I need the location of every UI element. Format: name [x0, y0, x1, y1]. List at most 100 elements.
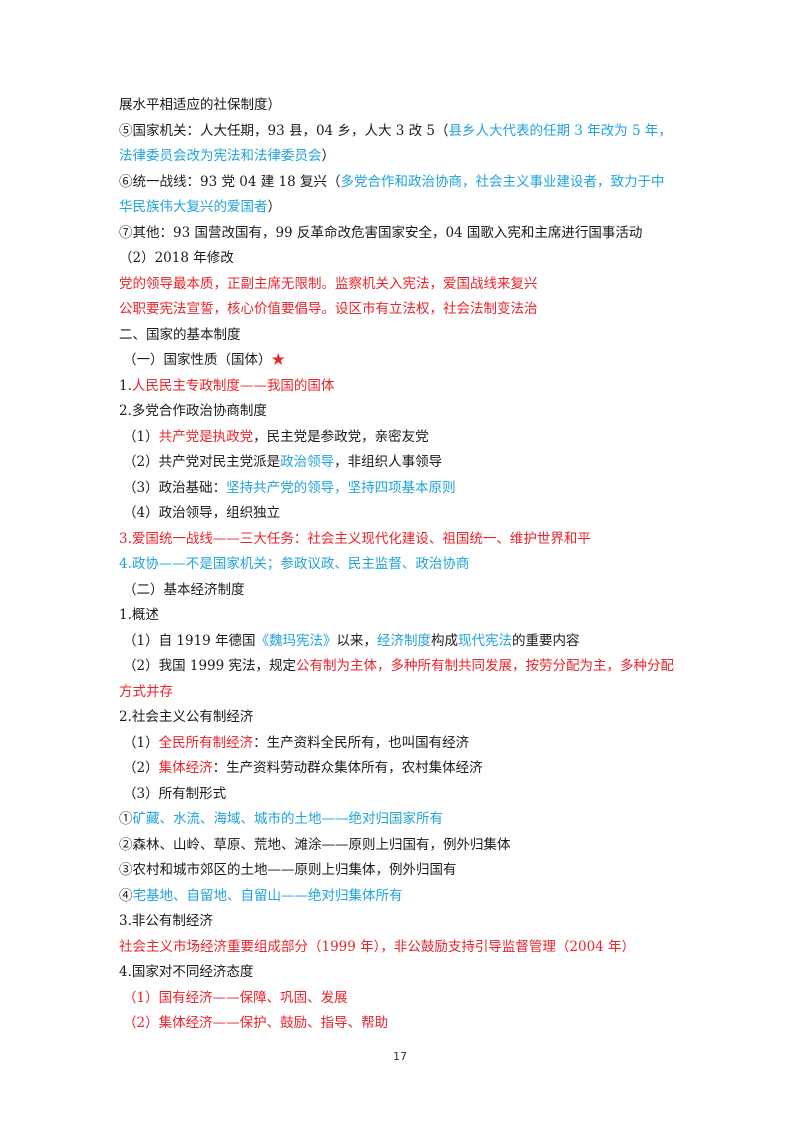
- text-segment: 政治领导: [280, 454, 335, 470]
- text-line: 1.人民民主专政制度——我国的国体: [119, 374, 689, 400]
- text-line: 社会主义市场经济重要组成部分（1999 年），非公鼓励支持引导监督管理（2004…: [119, 935, 689, 961]
- text-line: （2）共产党对民主党派是政治领导，非组织人事领导: [119, 450, 689, 476]
- text-line: 华民族伟大复兴的爱国者）: [119, 195, 689, 221]
- text-segment: （1）: [123, 428, 159, 445]
- text-segment: （1）: [123, 734, 159, 751]
- text-segment: 宅基地、自留地、自留山——绝对归集体所有: [132, 887, 403, 904]
- text-line: ⑦其他：93 国营改国有，99 反革命改危害国家安全，04 国歌入宪和主席进行国…: [119, 221, 689, 247]
- text-line: 2.多党合作政治协商制度: [119, 399, 689, 425]
- text-segment: ，非组织人事领导: [334, 454, 443, 470]
- text-segment: ：生产资料全民所有，也叫国有经济: [253, 734, 470, 751]
- text-line: （1）国有经济——保障、巩固、发展: [119, 986, 689, 1012]
- text-line: 2.社会主义公有制经济: [119, 705, 689, 731]
- text-segment: 多党合作和政治协商，社会主义事业建设者，致力于中: [340, 173, 665, 190]
- text-line: （3）政治基础：坚持共产党的领导，坚持四项基本原则: [119, 476, 689, 502]
- text-segment: ①: [119, 811, 133, 827]
- text-line: 公职要宪法宣誓，核心价值要倡导。设区市有立法权，社会法制变法治: [119, 297, 689, 323]
- text-segment: 公有制为主体，多种所有制共同发展，按劳分配为主，多种分配: [296, 658, 675, 674]
- text-segment: 展水平相适应的社保制度）: [119, 97, 281, 113]
- text-segment: 现代宪法: [458, 632, 513, 649]
- text-line: 3.爱国统一战线——三大任务：社会主义现代化建设、祖国统一、维护世界和平: [119, 527, 689, 553]
- text-segment: 社会主义市场经济重要组成部分（1999 年），非公鼓励支持引导监督管理（2004…: [119, 938, 636, 955]
- text-line: ②森林、山岭、草原、荒地、滩涂——原则上归国有，例外归集体: [119, 833, 689, 859]
- text-segment: 构成: [431, 632, 459, 649]
- text-segment: 政协——不是国家机关；参政议政、民主监督、政治协商: [131, 556, 470, 572]
- text-line: 3.非公有制经济: [119, 909, 689, 935]
- text-segment: 2.多党合作政治协商制度: [119, 403, 267, 419]
- text-segment: 1.概述: [119, 607, 159, 623]
- text-segment: 方式并存: [119, 683, 173, 700]
- text-segment: ）: [321, 148, 336, 164]
- text-line: （2）集体经济——保护、鼓励、指导、帮助: [119, 1011, 689, 1037]
- text-line: （2）2018 年修改: [119, 246, 689, 272]
- text-line: （1）共产党是执政党，民主党是参政党，亲密友党: [119, 425, 689, 451]
- text-segment: （3）政治基础：: [123, 479, 227, 496]
- text-segment: 爱国统一战线——三大任务：社会主义现代化建设、祖国统一、维护世界和平: [131, 530, 591, 547]
- text-line: （3）所有制形式: [119, 782, 689, 808]
- text-segment: 经济制度: [377, 632, 432, 649]
- text-segment: 的重要内容: [512, 632, 580, 649]
- text-segment: （1）国有经济——保障、巩固、发展: [123, 989, 348, 1006]
- text-segment: ④: [119, 887, 133, 904]
- text-segment: （2）集体经济——保护、鼓励、指导、帮助: [123, 1015, 389, 1031]
- text-line: 4.国家对不同经济态度: [119, 960, 689, 986]
- text-segment: （2）我国 1999 宪法，规定: [123, 658, 297, 674]
- text-line: ①矿藏、水流、海域、城市的土地——绝对归国家所有: [119, 807, 689, 833]
- text-segment: 党的领导最本质，正副主席无限制。监察机关入宪法，爱国战线来复兴: [119, 275, 538, 292]
- text-segment: 人民民主专政制度——我国的国体: [131, 377, 335, 394]
- text-segment: ②森林、山岭、草原、荒地、滩涂——原则上归国有，例外归集体: [119, 836, 511, 853]
- text-line: （1）全民所有制经济：生产资料全民所有，也叫国有经济: [119, 731, 689, 757]
- text-segment: 2.社会主义公有制经济: [119, 709, 254, 725]
- text-segment: 矿藏、水流、海域、城市的土地——绝对归国家所有: [132, 811, 444, 827]
- text-line: 1.概述: [119, 603, 689, 629]
- text-line: （一）国家性质（国体）★: [119, 348, 689, 374]
- text-segment: ：生产资料劳动群众集体所有，农村集体经济: [212, 760, 483, 776]
- star-icon: ★: [271, 352, 286, 368]
- text-segment: ）: [267, 199, 282, 215]
- text-line: 4.政协——不是国家机关；参政议政、民主监督、政治协商: [119, 552, 689, 578]
- text-line: （1）自 1919 年德国《魏玛宪法》以来，经济制度构成现代宪法的重要内容: [119, 629, 689, 655]
- text-segment: （4）政治领导，组织独立: [123, 505, 281, 521]
- text-segment: 4.: [119, 556, 132, 572]
- text-line: （2）集体经济：生产资料劳动群众集体所有，农村集体经济: [119, 756, 689, 782]
- text-segment: 共产党是执政党: [158, 428, 254, 445]
- text-line: （2）我国 1999 宪法，规定公有制为主体，多种所有制共同发展，按劳分配为主，…: [119, 654, 689, 680]
- text-segment: 全民所有制经济: [158, 734, 254, 751]
- text-segment: 公职要宪法宣誓，核心价值要倡导。设区市有立法权，社会法制变法治: [119, 301, 538, 317]
- text-line: ③农村和城市郊区的土地——原则上归集体，例外归国有: [119, 858, 689, 884]
- text-segment: 3.非公有制经济: [119, 913, 213, 929]
- text-segment: ③农村和城市郊区的土地——原则上归集体，例外归国有: [119, 862, 457, 878]
- text-segment: （2）共产党对民主党派是: [123, 454, 281, 470]
- text-segment: ⑤国家机关：人大任期，93 县，04 乡，人大 3 改 5（: [119, 122, 449, 139]
- text-segment: 坚持共产党的领导，坚持四项基本原则: [226, 479, 456, 496]
- text-segment: 4.国家对不同经济态度: [119, 964, 254, 980]
- text-line: 二、国家的基本制度: [119, 323, 689, 349]
- text-segment: 以来，: [336, 632, 378, 649]
- text-segment: 《魏玛宪法》: [255, 632, 337, 649]
- text-line: 方式并存: [119, 680, 689, 706]
- text-segment: 二、国家的基本制度: [119, 326, 241, 343]
- text-segment: 华民族伟大复兴的爱国者: [119, 199, 268, 215]
- page-number: 17: [393, 1050, 407, 1063]
- text-segment: 法律委员会改为宪法和法律委员会: [119, 148, 322, 164]
- text-segment: （2）2018 年修改: [119, 250, 234, 266]
- text-segment: ⑦其他：93 国营改国有，99 反革命改危害国家安全，04 国歌入宪和主席进行国…: [119, 224, 643, 241]
- text-segment: （1）自 1919 年德国: [123, 632, 256, 649]
- text-segment: 集体经济: [158, 760, 213, 776]
- text-line: 党的领导最本质，正副主席无限制。监察机关入宪法，爱国战线来复兴: [119, 272, 689, 298]
- text-line: ④宅基地、自留地、自留山——绝对归集体所有: [119, 884, 689, 910]
- text-segment: 3.: [119, 530, 132, 547]
- text-line: （4）政治领导，组织独立: [119, 501, 689, 527]
- text-segment: （2）: [123, 760, 159, 776]
- text-line: 展水平相适应的社保制度）: [119, 93, 689, 119]
- text-line: ⑥统一战线：93 党 04 建 18 复兴（多党合作和政治协商，社会主义事业建设…: [119, 170, 689, 196]
- text-segment: ⑥统一战线：93 党 04 建 18 复兴（: [119, 173, 341, 190]
- text-line: ⑤国家机关：人大任期，93 县，04 乡，人大 3 改 5（县乡人大代表的任期 …: [119, 119, 689, 145]
- text-line: 法律委员会改为宪法和法律委员会）: [119, 144, 689, 170]
- text-segment: （3）所有制形式: [123, 785, 227, 802]
- text-segment: ，民主党是参政党，亲密友党: [253, 428, 429, 445]
- text-line: （二）基本经济制度: [119, 578, 689, 604]
- text-segment: 县乡人大代表的任期 3 年改为 5 年，: [448, 122, 672, 139]
- page-content: 展水平相适应的社保制度） ⑤国家机关：人大任期，93 县，04 乡，人大 3 改 …: [119, 93, 689, 1037]
